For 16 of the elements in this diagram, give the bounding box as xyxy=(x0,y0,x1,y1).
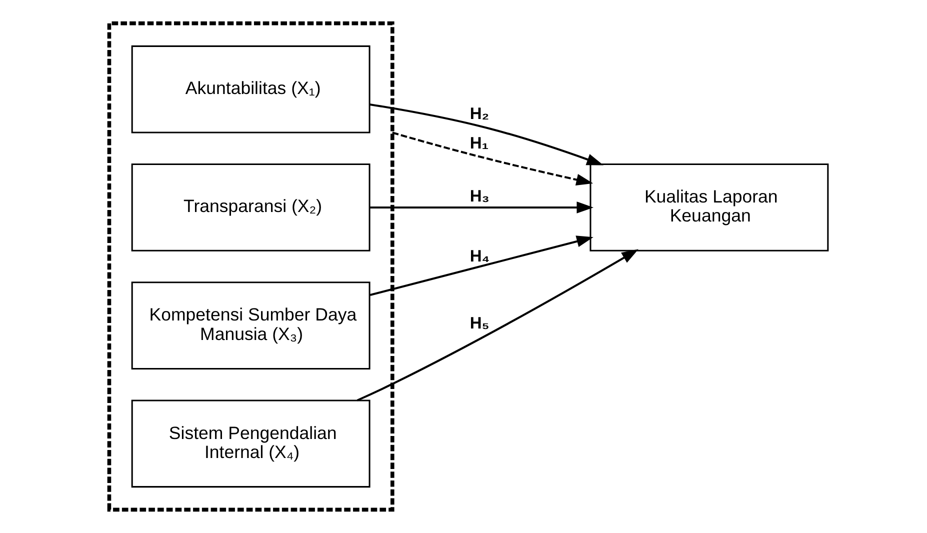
arrow xyxy=(370,236,594,296)
node-box: Kualitas Laporan Keuangan xyxy=(590,164,829,252)
node-box: Akuntabilitas (X₁) xyxy=(131,45,370,134)
arrow xyxy=(392,132,594,186)
node-box: Kompetensi Sumber Daya Manusia (X₃) xyxy=(131,282,370,370)
edge-label: H₅ xyxy=(470,314,490,333)
edge-label: H₄ xyxy=(470,247,490,266)
edge-label: H₃ xyxy=(470,188,490,206)
node-box: Transparansi (X₂) xyxy=(131,164,370,252)
arrow xyxy=(356,249,638,402)
arrow xyxy=(370,103,604,166)
edge-label: H₂ xyxy=(470,105,490,124)
edge-label: H₁ xyxy=(470,134,489,152)
cluster xyxy=(107,21,394,512)
arrow xyxy=(370,202,594,214)
node-box: Sistem Pengendalian Internal (X₄) xyxy=(131,400,370,488)
